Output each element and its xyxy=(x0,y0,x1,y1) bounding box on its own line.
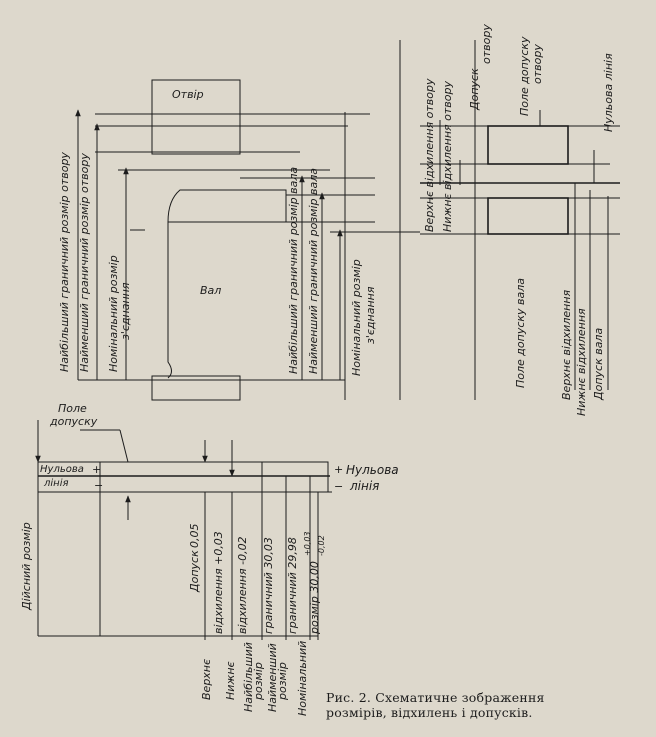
upper-dev-shaft-label: Верхнє відхилення xyxy=(560,289,573,400)
zero-right-label-2: лінія xyxy=(349,479,379,493)
nominal-label-1: Номінальний розмір xyxy=(107,255,120,372)
row-left-3: Найбільший xyxy=(242,642,255,712)
actual-size-label: Дійсний розмір xyxy=(20,522,33,611)
nominal-shaft-label-2: з'єднання xyxy=(364,286,377,344)
row-left-5: Найменший xyxy=(266,643,279,712)
zero-line-top-label: Нульова лінія xyxy=(602,53,615,132)
row-right-5: граничний 29,98 xyxy=(286,537,299,634)
shaft-outline xyxy=(167,222,172,379)
top-extension-lines xyxy=(95,113,420,233)
row-left-7: Номінальний xyxy=(296,641,309,716)
row-left-0: Допуск xyxy=(188,550,201,593)
tolerance-fields xyxy=(420,40,620,400)
tol-field-hole-label-1: Поле допуску xyxy=(518,36,531,116)
hole-tolerance-field xyxy=(487,125,569,165)
lower-dev-shaft-label: Нижнє відхилення xyxy=(575,308,588,416)
largest-shaft-label: Найбільший граничний розмір вала xyxy=(287,167,300,374)
numeric-example xyxy=(35,420,332,640)
zero-left-label-1: Нульова xyxy=(40,464,84,475)
tol-hole-label-2: отвору xyxy=(480,24,493,64)
tol-field-hole-label-2: отвору xyxy=(531,44,544,84)
zero-right-label-1: Нульова xyxy=(346,463,399,477)
sub-deviation: -0,02 xyxy=(317,535,326,556)
field-label-2: допуску xyxy=(49,415,98,428)
minus-sign-left: − xyxy=(94,479,103,492)
largest-hole-label: Найбільший граничний розмір отвору xyxy=(58,152,71,372)
hole-label: Отвір xyxy=(172,88,204,101)
row-left-4: розмір xyxy=(252,662,265,701)
caption-line-1: Рис. 2. Схематичне зображення xyxy=(326,690,545,705)
caption-line-2: розмірів, відхилень і допусків. xyxy=(326,705,533,720)
hole-mid-hatch xyxy=(151,113,241,155)
row-right-7: розмір 30,00 xyxy=(308,561,321,635)
row-right-3: граничний 30,03 xyxy=(262,537,275,634)
tol-field-shaft-label: Поле допуску вала xyxy=(514,278,527,388)
field-label-1: Поле xyxy=(58,402,87,415)
row-left-6: розмір xyxy=(276,662,289,701)
row-left-2: Нижнє xyxy=(224,661,237,700)
tol-shaft-label: Допуск вала xyxy=(592,328,605,401)
smallest-shaft-label: Найменший граничний розмір вала xyxy=(307,168,320,374)
upper-dev-hole-label: Верхнє відхилення отвору xyxy=(423,78,436,232)
shaft-tolerance-field xyxy=(487,197,569,235)
tolerance-band-upper xyxy=(99,461,329,477)
nominal-label-2: з'єднання xyxy=(119,282,132,340)
smallest-hole-label: Найменший граничний розмір отвору xyxy=(78,153,91,372)
plus-sign-right: + xyxy=(334,463,343,476)
row-right-2: відхилення -0,02 xyxy=(236,536,249,634)
tolerance-band-lower xyxy=(99,475,329,493)
shaft-label: Вал xyxy=(200,284,221,297)
hole-bottom-hatch xyxy=(151,375,241,401)
minus-sign-right: − xyxy=(334,480,343,493)
zero-left-label-2: лінія xyxy=(43,477,69,489)
row-right-0: 0,05 xyxy=(188,524,201,549)
figure-caption: Рис. 2. Схематичне зображення розмірів, … xyxy=(326,690,626,720)
row-left-1: Верхнє xyxy=(200,659,213,700)
shaft-hatch xyxy=(167,189,287,223)
lower-dev-hole-label: Нижнє відхилення отвору xyxy=(441,81,454,232)
tol-hole-label-1: Допуск xyxy=(468,68,481,111)
hole-shaft-sketch: Отвір Вал xyxy=(151,79,287,401)
row-right-1: відхилення +0,03 xyxy=(212,531,225,634)
plus-sign-left: + xyxy=(92,463,101,476)
nominal-shaft-label-1: Номінальний розмір xyxy=(350,259,363,376)
top-dimension-lines xyxy=(75,40,401,400)
sup-deviation: +0,03 xyxy=(303,531,312,556)
